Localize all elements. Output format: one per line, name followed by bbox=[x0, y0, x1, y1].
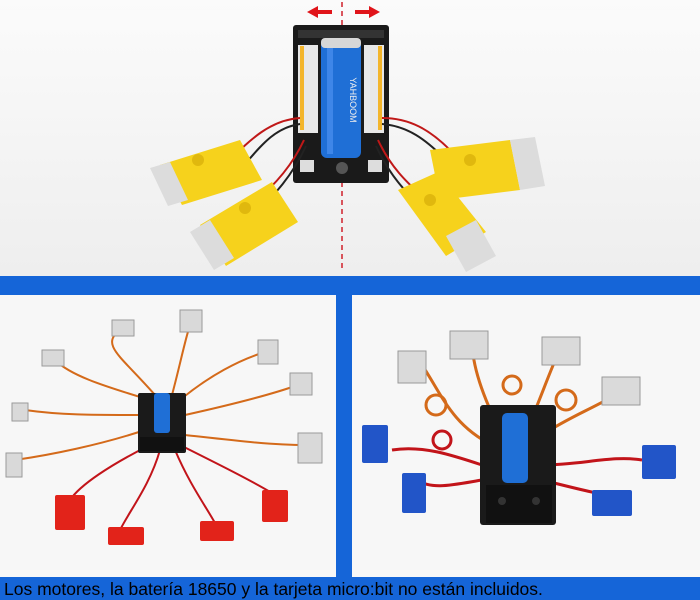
microbit-board bbox=[480, 405, 556, 525]
servo-gray bbox=[601, 376, 641, 406]
motor-right-upper bbox=[430, 137, 545, 200]
servo-gray bbox=[11, 402, 29, 422]
double-arrow-icon bbox=[307, 6, 380, 18]
motor-right-lower bbox=[398, 172, 496, 272]
servo-blue bbox=[642, 445, 676, 479]
motor-left-upper bbox=[150, 140, 262, 206]
servo-blue bbox=[592, 490, 632, 516]
servo-red bbox=[262, 490, 288, 522]
servo-gray bbox=[257, 339, 279, 365]
servo-gray bbox=[289, 372, 313, 396]
servo-gray bbox=[179, 309, 203, 333]
servo-red bbox=[108, 527, 144, 545]
expansion-board: YAHBOOM bbox=[293, 25, 389, 183]
battery-brand: YAHBOOM bbox=[348, 77, 358, 122]
caption: Los motores, la batería 18650 y la tarje… bbox=[4, 579, 543, 599]
servo-red bbox=[200, 521, 234, 541]
servo-blue bbox=[362, 425, 388, 463]
servo-gray bbox=[449, 330, 489, 360]
expansion-board-small bbox=[138, 393, 186, 453]
motor-left-lower bbox=[190, 182, 298, 270]
servo-gray bbox=[297, 432, 323, 464]
photo-lego-servos bbox=[0, 295, 336, 577]
servo-gray bbox=[111, 319, 135, 337]
servo-blue bbox=[402, 473, 426, 513]
servo-gray bbox=[541, 336, 581, 366]
servo-gray bbox=[41, 349, 65, 367]
servo-gray bbox=[397, 350, 427, 384]
servo-red bbox=[55, 495, 85, 530]
photo-motors-board: YAHBOOM bbox=[0, 0, 700, 276]
servo-gray bbox=[5, 452, 23, 478]
photo-blue-servos bbox=[352, 295, 700, 577]
